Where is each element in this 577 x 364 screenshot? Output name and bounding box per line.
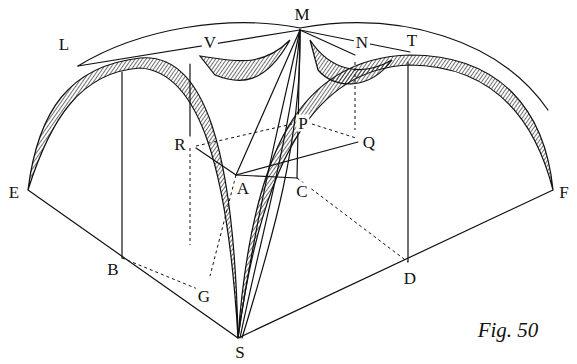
point-label: L bbox=[57, 36, 71, 53]
point-label: F bbox=[557, 184, 570, 201]
construction-line bbox=[236, 142, 358, 175]
point-label: A bbox=[235, 180, 251, 197]
construction-line bbox=[236, 175, 297, 178]
base-edge bbox=[28, 190, 553, 338]
dashed-line bbox=[210, 175, 236, 276]
dashed-line bbox=[312, 124, 356, 138]
vertical-line bbox=[189, 64, 190, 136]
construction-line bbox=[196, 148, 236, 175]
dashed-line bbox=[190, 148, 191, 245]
point-label: Q bbox=[361, 134, 377, 151]
point-label: S bbox=[233, 344, 246, 361]
point-label: R bbox=[172, 136, 187, 153]
construction-line bbox=[297, 30, 300, 178]
construction-line bbox=[300, 30, 355, 55]
figure-number: Fig. 50 bbox=[476, 320, 541, 341]
dashed-line bbox=[122, 258, 200, 290]
point-label: P bbox=[296, 115, 309, 132]
point-label: B bbox=[105, 261, 120, 278]
dashed-line bbox=[297, 178, 408, 262]
vertical-line bbox=[121, 72, 122, 258]
dashed-line bbox=[355, 62, 356, 130]
construction-line bbox=[236, 30, 300, 175]
groin-shade bbox=[310, 40, 392, 84]
point-label: E bbox=[7, 184, 21, 201]
dashed-line bbox=[196, 124, 292, 146]
point-label: T bbox=[405, 32, 419, 49]
vertical-line bbox=[407, 62, 408, 262]
arch-band bbox=[28, 58, 238, 338]
point-label: C bbox=[294, 183, 309, 200]
point-label: G bbox=[196, 288, 212, 305]
point-label: M bbox=[292, 6, 311, 23]
point-label: N bbox=[354, 34, 370, 51]
point-label: D bbox=[402, 270, 418, 287]
point-label: V bbox=[202, 34, 218, 51]
